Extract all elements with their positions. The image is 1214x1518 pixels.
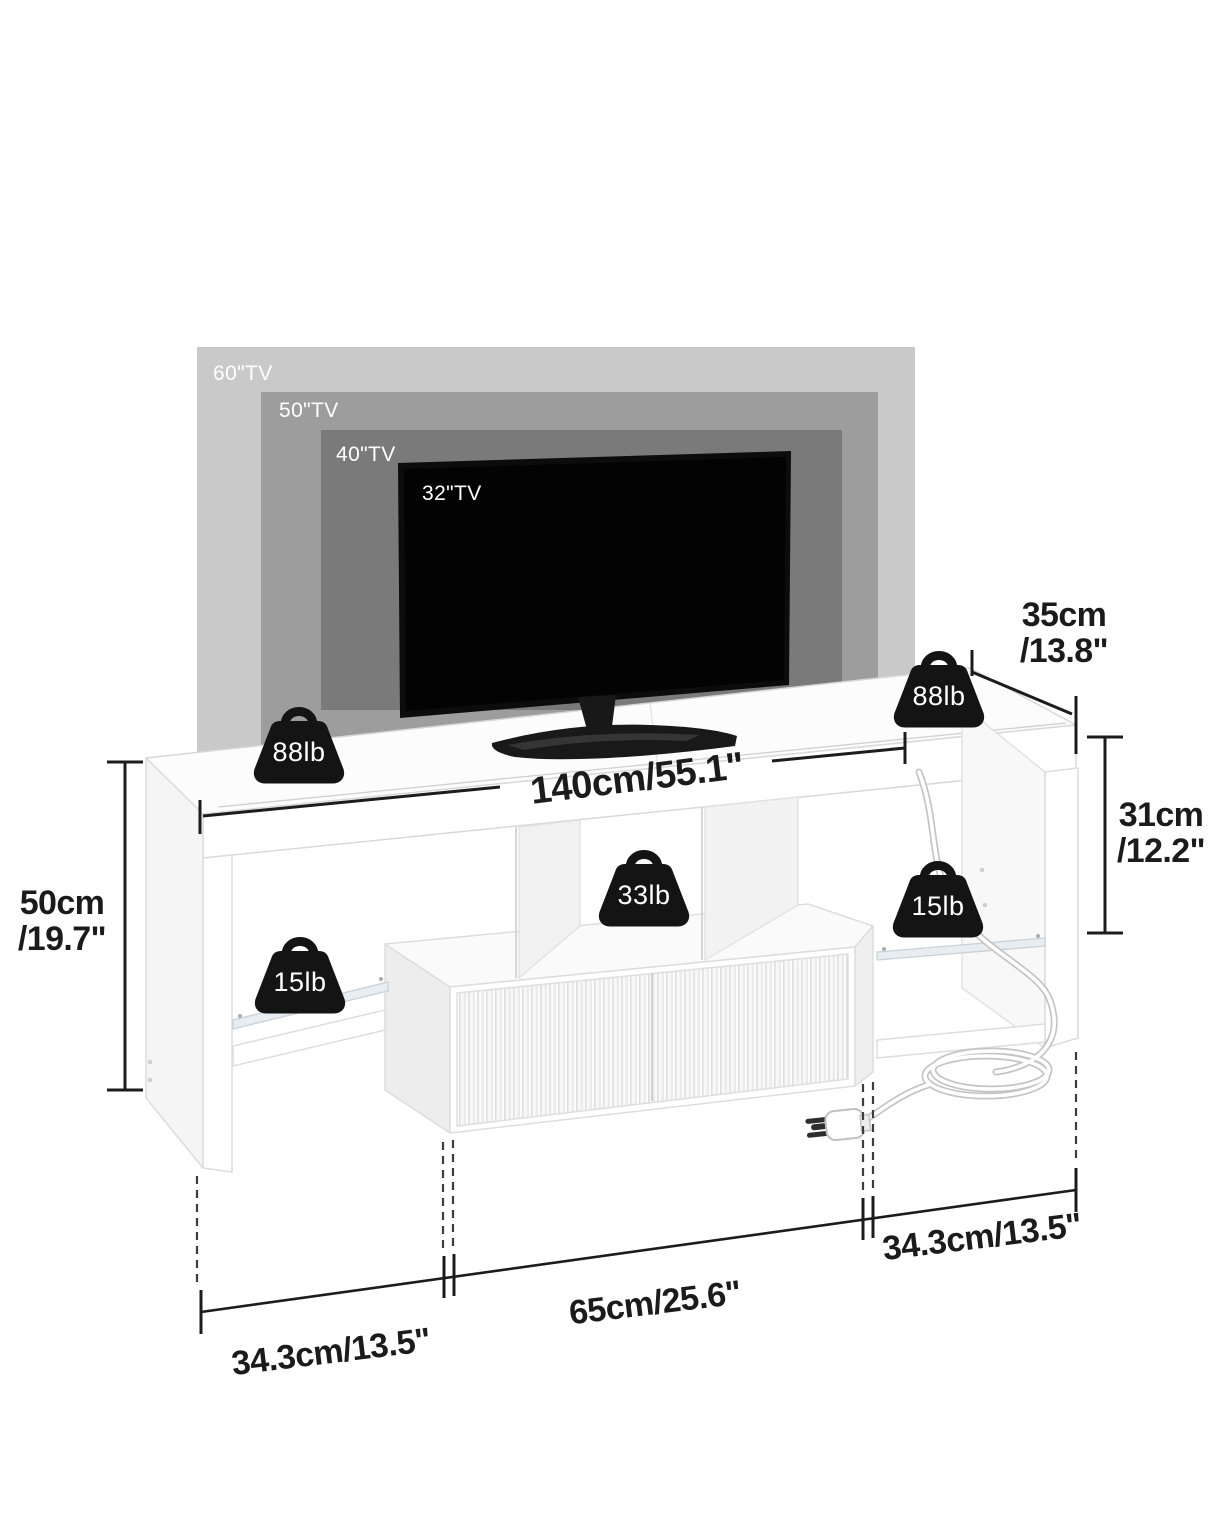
weight-badge-icon: 33lb	[598, 850, 690, 927]
capacity-badge-left-shelf: 15lb	[253, 933, 347, 1017]
badge-label: 33lb	[617, 880, 670, 910]
dimension-lines	[107, 650, 1123, 1334]
badge-label: 15lb	[911, 891, 964, 921]
capacity-badge-middle-shelf: 33lb	[597, 846, 691, 930]
tv-size-label-60: 60"TV	[213, 362, 273, 385]
capacity-badge-top-left: 88lb	[252, 703, 346, 787]
capacity-badge-right-shelf: 15lb	[891, 857, 985, 941]
badge-label: 88lb	[912, 681, 965, 711]
dimension-total-height: 50cm /19.7"	[17, 883, 107, 958]
right-bottom-board	[876, 1023, 1046, 1059]
dimension-open-height: 31cm /12.2"	[1116, 795, 1206, 870]
badge-label: 88lb	[272, 737, 325, 767]
tv-stand	[145, 667, 1079, 1173]
tv-base	[491, 724, 737, 760]
power-plug-icon	[805, 1107, 872, 1142]
tv-size-label-50: 50"TV	[279, 399, 339, 422]
dimension-depth: 35cm /13.8"	[1019, 595, 1109, 670]
capacity-badge-top-right: 88lb	[892, 647, 986, 731]
dashed-extension-lines	[195, 1052, 1078, 1286]
cubby-dividers	[515, 796, 799, 979]
tv-32	[398, 451, 791, 760]
weight-badge-icon: 15lb	[892, 861, 984, 938]
weight-badge-icon: 88lb	[893, 651, 985, 728]
tv-size-label-40: 40"TV	[336, 443, 396, 466]
tv-size-label-32: 32"TV	[422, 482, 482, 505]
badge-label: 15lb	[273, 967, 326, 997]
left-bottom-board	[232, 1009, 386, 1067]
weight-badge-icon: 15lb	[254, 937, 346, 1014]
weight-badge-icon: 88lb	[253, 707, 345, 784]
left-side-panel	[145, 757, 204, 1169]
cabinet	[384, 903, 874, 1134]
